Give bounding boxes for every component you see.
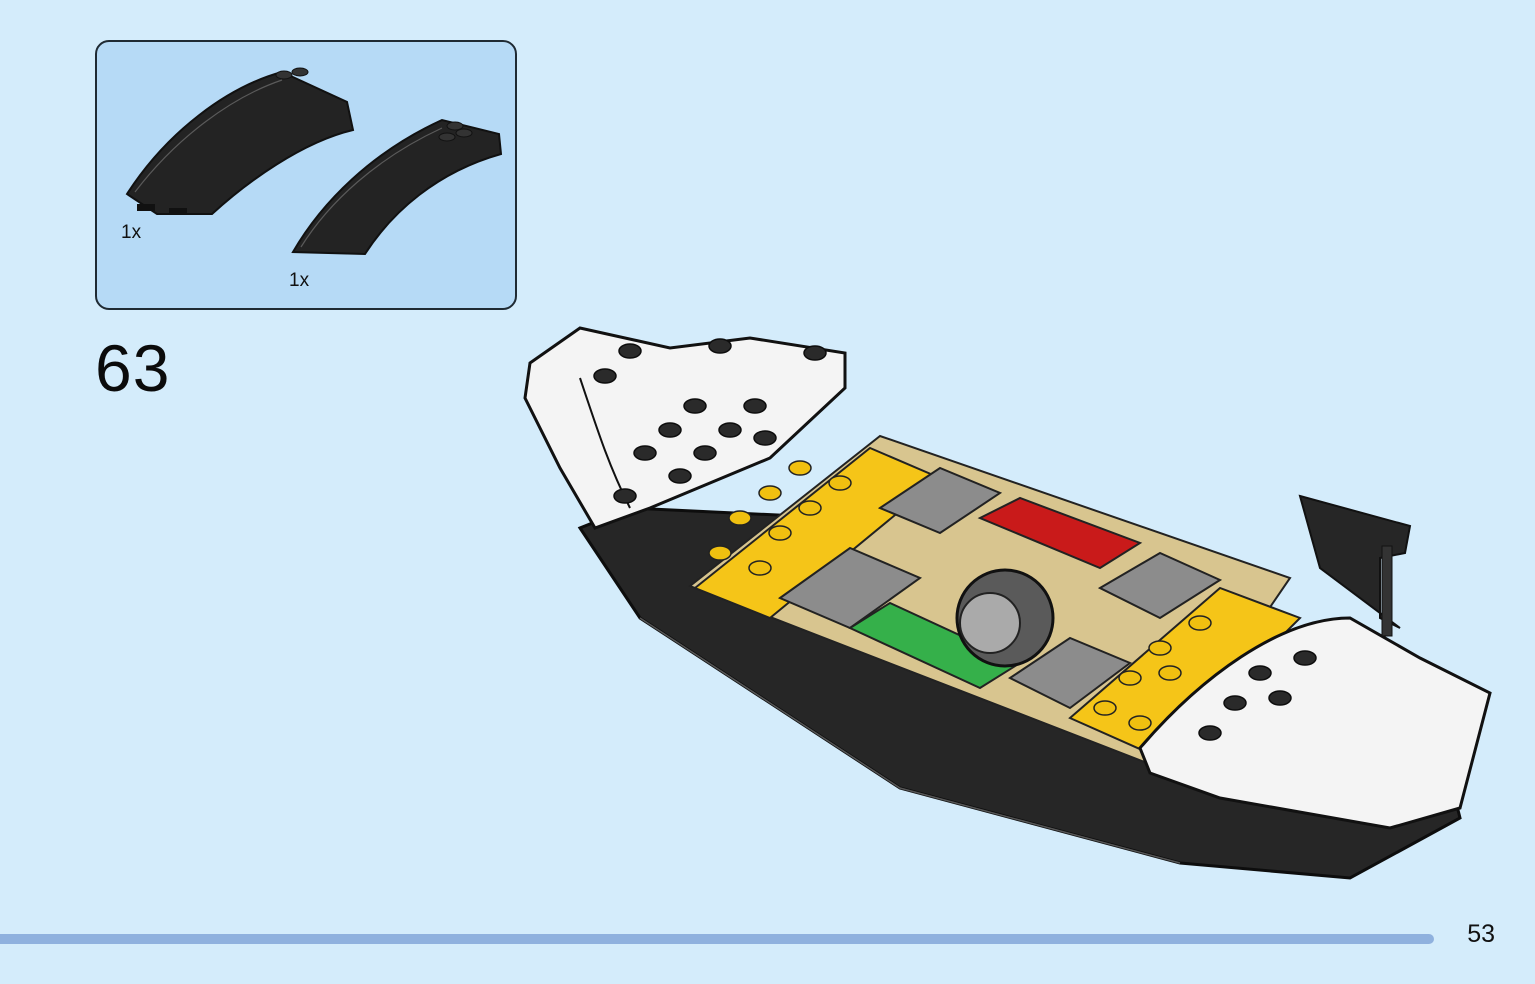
boat-model-illustration xyxy=(523,326,1492,880)
gray-plate-2 xyxy=(877,466,1003,535)
gray-plate-1 xyxy=(777,546,923,630)
bow-studs xyxy=(593,338,827,504)
parts-callout: 1x 1x xyxy=(95,40,517,310)
white-bow xyxy=(523,326,847,530)
black-curved-slope-part-1 xyxy=(125,67,355,215)
page-number: 53 xyxy=(1467,920,1495,948)
white-stern xyxy=(1138,616,1492,830)
part-quantity-2: 1x xyxy=(289,270,310,291)
black-curved-slope-part-2 xyxy=(291,118,503,256)
gray-plate-3 xyxy=(1008,636,1132,710)
yellow-studs xyxy=(708,460,1212,731)
parts-illustration xyxy=(125,67,503,256)
part-quantity-1: 1x xyxy=(121,222,142,243)
black-flag xyxy=(1298,494,1412,629)
stern-studs xyxy=(1198,650,1317,741)
red-bar xyxy=(977,496,1143,570)
yellow-deck-right xyxy=(1068,586,1302,760)
page-progress-bar xyxy=(0,934,1434,944)
step-number: 63 xyxy=(95,331,171,405)
gray-plate-4 xyxy=(1097,551,1223,620)
